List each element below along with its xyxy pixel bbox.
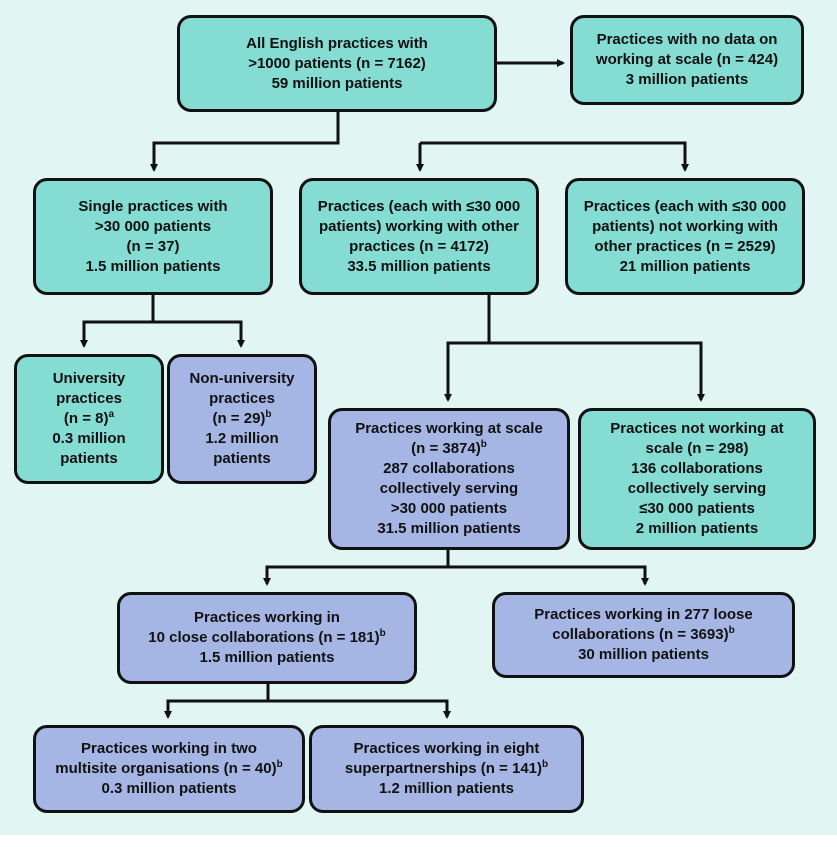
arrow-to-multisite [164,684,270,719]
box-line: >1000 patients (n = 7162) [248,54,426,72]
box-line: 136 collaborations [631,460,763,477]
box-line: patients) working with other [318,217,519,235]
box-line: 21 million patients [619,257,751,275]
footnote-marker: b [480,439,487,450]
box-line-text: multisite organisations (n = 40) [55,760,277,777]
box-line: scale (n = 298) [645,440,749,457]
box-close-collab: Practices working in 10 close collaborat… [117,592,417,684]
box-no-data: Practices with no data on working at sca… [570,15,804,105]
box-line: 1.5 million patients [85,257,221,275]
box-line: Practices not working at [610,420,784,437]
box-line: 1.2 million patients [378,780,515,797]
box-line: Practices (each with ≤30 000 [317,197,521,215]
box-line: Practices (each with ≤30 000 [583,197,787,215]
box-non-university: Non-university practices (n = 29)b 1.2 m… [167,354,317,484]
box-line: other practices (n = 2529) [594,237,776,255]
arrow-to-single-large [150,112,340,172]
arrow-to-non-university [153,320,245,348]
box-line-text: collaborations (n = 3693) [552,626,729,643]
box-line: patients [213,450,271,467]
box-line: practices (n = 4172) [349,237,489,255]
arrow-to-at-scale [444,295,491,402]
box-line: multisite organisations (n = 40)b [55,759,282,779]
box-line: superpartnerships (n = 141)b [345,759,548,779]
box-line: 31.5 million patients [377,520,521,537]
box-line: 33.5 million patients [347,257,491,275]
arrow-to-university [80,295,155,348]
box-line: Single practices with [78,197,228,215]
footnote-marker: b [542,759,549,770]
box-line: Practices working in two [81,740,257,757]
box-line: Practices working in eight [353,740,540,757]
box-line: collectively serving [627,480,767,497]
box-line: ≤30 000 patients [639,500,755,517]
box-line: >30 000 patients [94,217,212,235]
box-line: working at scale (n = 424) [595,51,779,68]
box-single-large: Single practices with >30 000 patients (… [33,178,273,295]
arrow-to-superpartnerships [268,699,451,719]
box-line: 1.5 million patients [199,649,335,666]
box-line: Practices working in 277 loose [534,606,753,623]
footnote-marker: b [276,759,283,770]
box-line: collaborations (n = 3693)b [552,625,734,645]
box-line: (n = 8)a [64,409,114,429]
box-not-at-scale: Practices not working at scale (n = 298)… [578,408,816,550]
box-line: 0.3 million [52,430,126,447]
box-all-practices: All English practices with >1000 patient… [177,15,497,112]
box-working-with-others: Practices (each with ≤30 000 patients) w… [299,178,539,295]
box-line: patients [60,450,118,467]
arrow-to-loose-collab [448,565,649,586]
box-line: 2 million patients [635,520,759,537]
box-line: >30 000 patients [390,500,508,517]
box-line: 30 million patients [578,646,709,663]
arrow-to-not-at-scale [448,341,705,402]
box-line: 0.3 million patients [101,780,237,797]
box-line: 3 million patients [625,71,749,88]
box-line: 10 close collaborations (n = 181)b [148,628,385,648]
box-line: practices [209,390,275,407]
box-line: (n = 37) [126,237,180,255]
footnote-marker: b [728,625,735,636]
box-line: 59 million patients [271,74,403,92]
box-line-text: (n = 29) [212,410,266,427]
box-line: Practices working in [194,609,340,626]
box-multisite: Practices working in two multisite organ… [33,725,305,813]
box-line: collectively serving [379,480,519,497]
box-line: Practices with no data on [596,31,778,48]
box-line-text: superpartnerships (n = 141) [344,760,543,777]
box-line-text: (n = 8) [63,410,109,427]
box-line: Non-university [189,370,295,387]
box-line: Practices working at scale [355,420,543,437]
box-at-scale: Practices working at scale (n = 3874)b 2… [328,408,570,550]
box-line: University [52,370,126,387]
box-line: practices [56,390,122,407]
footnote-marker: a [108,409,115,420]
box-line: (n = 29)b [212,409,271,429]
footnote-marker: b [379,628,386,639]
box-loose-collab: Practices working in 277 loose collabora… [492,592,795,678]
footnote-marker: b [265,409,272,420]
arrow-to-close-collab [263,550,450,586]
box-line-text: 10 close collaborations (n = 181) [148,629,380,646]
arrow-to-not-working-with-others [420,141,689,172]
box-line: 287 collaborations [383,460,515,477]
box-line: 1.2 million [205,430,279,447]
box-line: All English practices with [246,34,428,52]
box-not-working-with-others: Practices (each with ≤30 000 patients) n… [565,178,805,295]
box-line: patients) not working with [592,217,778,235]
box-line-text: (n = 3874) [411,440,481,457]
box-university: University practices (n = 8)a 0.3 millio… [14,354,164,484]
box-line: (n = 3874)b [411,439,487,459]
box-superpartnerships: Practices working in eight superpartners… [309,725,584,813]
